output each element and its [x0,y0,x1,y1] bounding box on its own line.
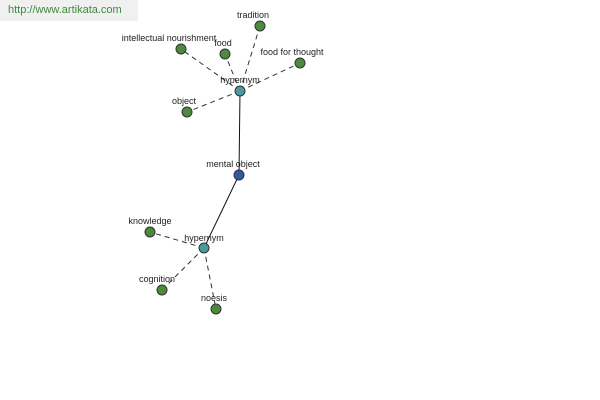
node-intellectual-nourishment[interactable] [175,43,187,55]
url-banner: http://www.artikata.com [0,0,138,21]
label-tradition[interactable]: tradition [237,10,269,20]
edge-hub-2-knowledge [149,231,205,249]
edge-hub-2-cognition [161,247,205,291]
edge-hub-1-object [186,90,241,113]
edge-hub-1-intellectual-nourishment [180,48,241,92]
edge-hub-1-tradition [239,25,261,92]
node-knowledge[interactable] [144,226,156,238]
label-object[interactable]: object [172,96,197,106]
edge-hub-1-food [224,53,241,92]
url-link[interactable]: http://www.artikata.com [8,4,122,16]
label-food-for-thought[interactable]: food for thought [260,47,324,57]
label-hypernym-1[interactable]: hypernym [220,75,260,85]
label-mental-object[interactable]: mental object [206,159,260,169]
node-hypernym-2[interactable] [198,242,210,254]
edge-hub-2-noesis [203,247,217,310]
node-food[interactable] [219,48,231,60]
node-tradition[interactable] [254,20,266,32]
edges-layer [149,25,301,310]
edge-hub-1-food-for-thought [239,62,301,92]
edge-root-hub-2 [203,174,240,249]
nodes-layer [144,20,306,315]
node-cognition[interactable] [156,284,168,296]
node-food-for-thought[interactable] [294,57,306,69]
label-knowledge[interactable]: knowledge [128,216,171,226]
node-mental-object[interactable] [233,169,245,181]
label-noesis[interactable]: noesis [201,293,228,303]
label-cognition[interactable]: cognition [139,274,175,284]
node-object[interactable] [181,106,193,118]
label-intellectual-nourishment[interactable]: intellectual nourishment [122,33,217,43]
node-noesis[interactable] [210,303,222,315]
edge-root-hub-1 [238,90,241,176]
label-hypernym-2[interactable]: hypernym [184,233,224,243]
node-hypernym-1[interactable] [234,85,246,97]
label-food[interactable]: food [214,38,232,48]
labels-layer: mental object hypernym tradition foodintell… [122,10,324,303]
